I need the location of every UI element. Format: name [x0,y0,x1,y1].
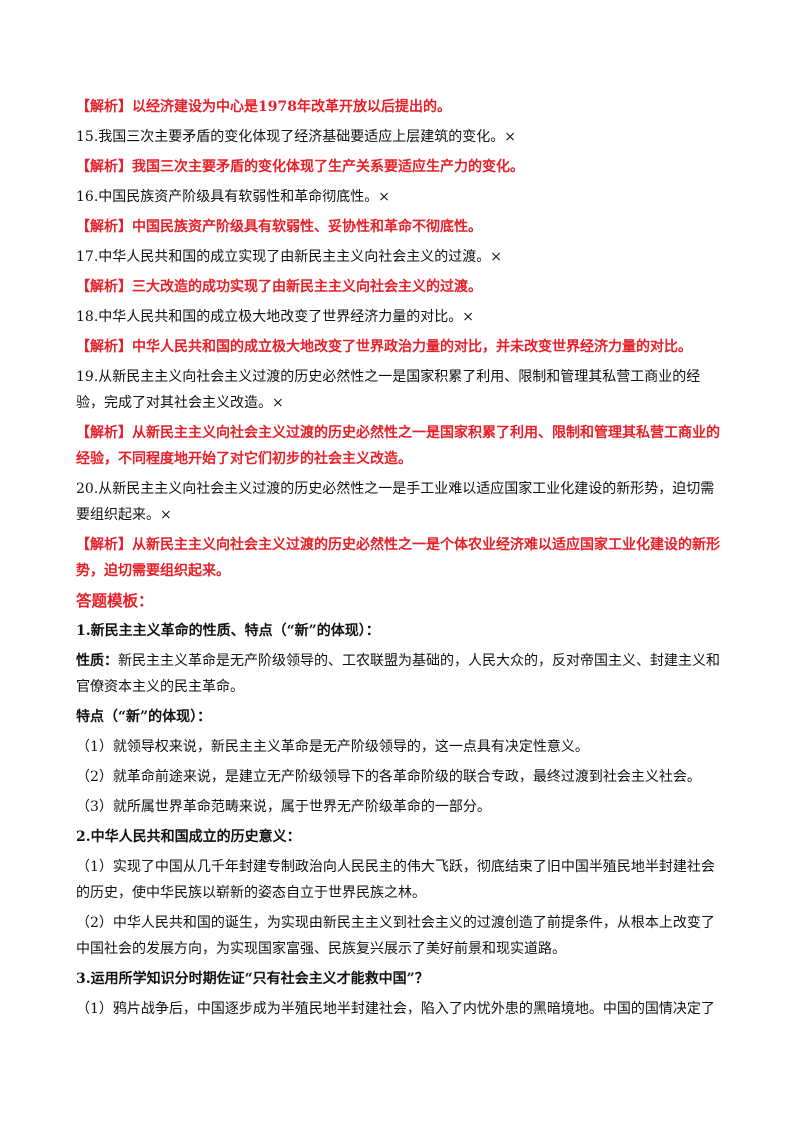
analysis-line: 【解析】中国民族资产阶级具有软弱性、妥协性和革命不彻底性。 [76,219,482,235]
significance-item: （1）实现了中国从几千年封建专制政治向人民民主的伟大飞跃，彻底结束了旧中国半殖民… [76,859,715,901]
nature-paragraph: 性质：新民主主义革命是无产阶级领导的、工农联盟为基础的，人民大众的，反对帝国主义… [76,648,728,700]
analysis-line: 【解析】中华人民共和国的成立极大地改变了世界政治力量的对比，并未改变世界经济力量… [76,339,692,355]
evidence-item: （1）鸦片战争后，中国逐步成为半殖民地半封建社会，陷入了内忧外患的黑暗境地。中国… [76,1001,715,1017]
nature-text: 新民主主义革命是无产阶级领导的、工农联盟为基础的，人民大众的，反对帝国主义、封建… [76,653,720,695]
qa-list: 【解析】以经济建设为中心是1978年改革开放以后提出的。 15.我国三次主要矛盾… [76,94,728,584]
question-line: 15.我国三次主要矛盾的变化体现了经济基础要适应上层建筑的变化。× [76,129,516,145]
analysis-line: 【解析】从新民主主义向社会主义过渡的历史必然性之一是个体农业经济难以适应国家工业… [76,537,720,579]
answer-template-heading: 答题模板： [76,591,154,610]
feature-item: （3）就所属世界革命范畴来说，属于世界无产阶级革命的一部分。 [76,799,491,815]
feature-item: （1）就领导权来说，新民主主义革命是无产阶级领导的，这一点具有决定性意义。 [76,739,589,755]
analysis-line: 【解析】以经济建设为中心是1978年改革开放以后提出的。 [76,99,451,115]
question-line: 19.从新民主主义向社会主义过渡的历史必然性之一是国家积累了利用、限制和管理其私… [76,369,701,411]
analysis-line: 【解析】从新民主主义向社会主义过渡的历史必然性之一是国家积累了利用、限制和管理其… [76,425,720,467]
question-line: 17.中华人民共和国的成立实现了由新民主主义向社会主义的过渡。× [76,249,502,265]
question-line: 16.中国民族资产阶级具有软弱性和革命彻底性。× [76,189,390,205]
section-title: 2.中华人民共和国成立的历史意义： [76,829,301,845]
analysis-line: 【解析】我国三次主要矛盾的变化体现了生产关系要适应生产力的变化。 [76,159,524,175]
nature-label: 性质： [76,653,118,669]
feature-item: （2）就革命前途来说，是建立无产阶级领导下的各革命阶级的联合专政，最终过渡到社会… [76,769,701,785]
document-page: 【解析】以经济建设为中心是1978年改革开放以后提出的。 15.我国三次主要矛盾… [76,94,728,1022]
analysis-line: 【解析】三大改造的成功实现了由新民主主义向社会主义的过渡。 [76,279,482,295]
question-line: 18.中华人民共和国的成立极大地改变了世界经济力量的对比。× [76,309,474,325]
features-label: 特点（“新”的体现）： [76,709,212,725]
question-line: 20.从新民主主义向社会主义过渡的历史必然性之一是手工业难以适应国家工业化建设的… [76,481,715,523]
significance-item: （2）中华人民共和国的诞生，为实现由新民主主义到社会主义的过渡创造了前提条件，从… [76,915,715,957]
section-title: 3.运用所学知识分时期佐证“只有社会主义才能救中国”？ [76,971,429,987]
section-title: 1.新民主主义革命的性质、特点（“新”的体现）： [76,623,380,639]
